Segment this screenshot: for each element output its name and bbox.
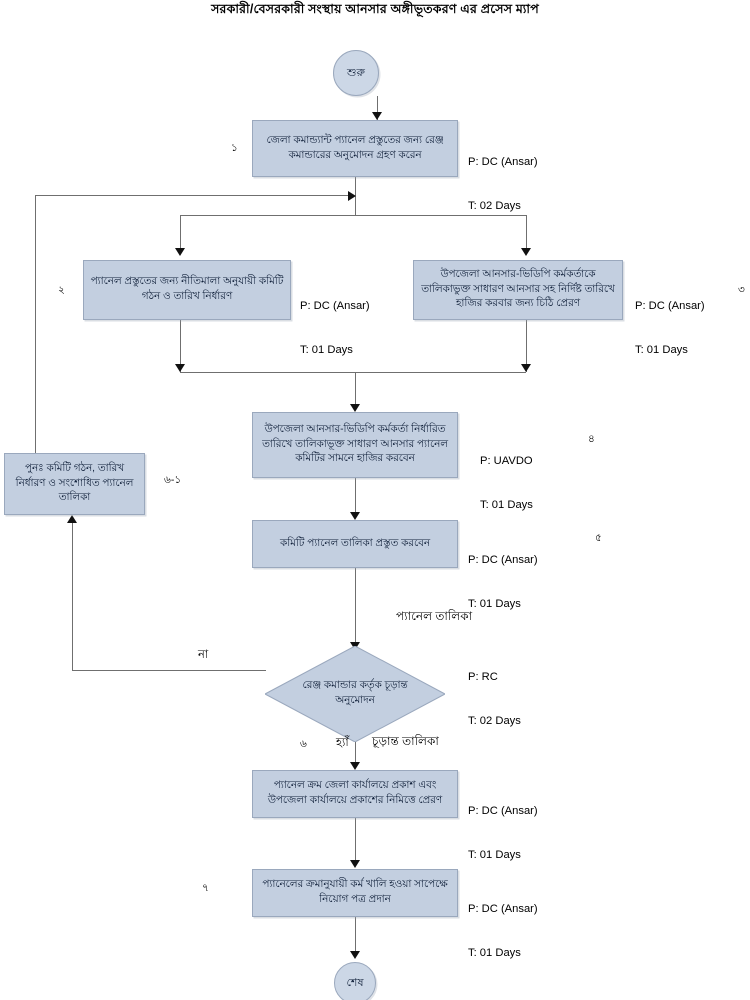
arrow-into-step5 bbox=[350, 512, 360, 520]
step-2-number: ২ bbox=[58, 284, 65, 296]
step-4-meta: P: UAVDO T: 01 Days bbox=[480, 425, 533, 542]
arrow-into-step7 bbox=[350, 762, 360, 770]
connector-step5-to-decision bbox=[355, 568, 356, 648]
process-step-3[interactable]: উপজেলা আনসার-ভিডিপি কর্মকর্তাকে তালিকাভু… bbox=[413, 260, 623, 320]
process-rework[interactable]: পুনঃ কমিটি গঠন, তারিখ নির্ধারণ ও সংশোধিত… bbox=[4, 453, 145, 515]
process-step-5-text: কমিটি প্যানেল তালিকা প্রস্তুত করবেন bbox=[279, 537, 430, 549]
connector-start-to-step1 bbox=[377, 96, 378, 120]
step-1-number: ১ bbox=[231, 142, 238, 154]
connector-split-right bbox=[526, 215, 527, 251]
arrow-into-rework bbox=[67, 515, 77, 523]
process-rework-text: পুনঃ কমিটি গঠন, তারিখ নির্ধারণ ও সংশোধিত… bbox=[15, 462, 134, 504]
arrow-into-step3 bbox=[521, 248, 531, 256]
step-8-time: T: 01 Days bbox=[468, 946, 521, 959]
process-step-7[interactable]: প্যানেল ক্রম জেলা কার্যালয়ে প্রকাশ এবং … bbox=[252, 770, 458, 818]
step-7-time: T: 01 Days bbox=[468, 848, 521, 861]
decision-input-label: প্যানেল তালিকা bbox=[396, 609, 473, 623]
process-step-7-text: প্যানেল ক্রম জেলা কার্যালয়ে প্রকাশ এবং … bbox=[267, 780, 443, 806]
process-step-2-text: প্যানেল প্রস্তুতের জন্য নীতিমালা অনুযায়… bbox=[90, 276, 284, 302]
process-step-4-text: উপজেলা আনসার-ভিডিপি কর্মকর্তা নির্ধারিত … bbox=[262, 423, 448, 465]
step-4-performer: P: UAVDO bbox=[480, 455, 533, 468]
step-2-meta: P: DC (Ansar) T: 01 Days bbox=[300, 270, 370, 387]
step-5-performer: P: DC (Ansar) bbox=[468, 554, 538, 567]
arrow-into-step2 bbox=[175, 248, 185, 256]
end-terminator[interactable]: শেষ bbox=[334, 962, 376, 1000]
process-step-1-text: জেলা কমান্ড্যান্ট প্যানেল প্রস্তুতের জন্… bbox=[266, 134, 444, 161]
page-title: সরকারী/বেসরকারী সংস্থায় আনসার অঙ্গীভূতক… bbox=[211, 2, 539, 16]
decision-number: ৬ bbox=[300, 738, 307, 750]
connector-step8-to-end bbox=[355, 917, 356, 957]
connector-rework-right bbox=[35, 195, 351, 196]
connector-split-bar bbox=[180, 215, 526, 216]
connector-merge-bar bbox=[180, 372, 526, 373]
step-2-time: T: 01 Days bbox=[300, 343, 353, 356]
step-2-performer: P: DC (Ansar) bbox=[300, 300, 370, 313]
connector-step3-down bbox=[526, 320, 527, 372]
step-4-number: ৪ bbox=[588, 433, 595, 445]
step-1-time: T: 02 Days bbox=[468, 199, 521, 212]
arrow-merge-left bbox=[175, 364, 185, 372]
arrow-rework-join bbox=[348, 191, 356, 201]
process-step-8[interactable]: প্যানেলের ক্রমানুযায়ী কর্ম খালি হওয়া স… bbox=[252, 869, 458, 917]
process-step-8-text: প্যানেলের ক্রমানুযায়ী কর্ম খালি হওয়া স… bbox=[262, 879, 448, 905]
decision-performer: P: RC bbox=[468, 671, 498, 684]
step-7-meta: P: DC (Ansar) T: 01 Days bbox=[468, 775, 538, 892]
decision-meta: P: RC T: 02 Days bbox=[468, 641, 521, 758]
step-5-time: T: 01 Days bbox=[468, 597, 521, 610]
decision-yes-flow-label: চূড়ান্ত তালিকা bbox=[372, 734, 439, 748]
arrow-merge-right bbox=[521, 364, 531, 372]
arrow-into-step1 bbox=[372, 112, 382, 120]
process-step-1[interactable]: জেলা কমান্ড্যান্ট প্যানেল প্রস্তুতের জন্… bbox=[252, 120, 458, 177]
connector-no-up bbox=[72, 523, 73, 670]
end-label: শেষ bbox=[346, 976, 364, 989]
connector-split-left bbox=[180, 215, 181, 251]
step-3-performer: P: DC (Ansar) bbox=[635, 300, 705, 313]
decision-diamond-icon bbox=[265, 646, 445, 742]
decision-yes-label: হ্যাঁ bbox=[336, 737, 349, 749]
connector-step4-to-step5 bbox=[355, 478, 356, 518]
process-step-2[interactable]: প্যানেল প্রস্তুতের জন্য নীতিমালা অনুযায়… bbox=[83, 260, 291, 320]
step-1-meta: P: DC (Ansar) T: 02 Days bbox=[468, 126, 538, 243]
connector-rework-up bbox=[35, 195, 36, 453]
rework-number: ৬-১ bbox=[164, 474, 182, 486]
step-3-number: ৩ bbox=[738, 284, 745, 296]
process-step-4[interactable]: উপজেলা আনসার-ভিডিপি কর্মকর্তা নির্ধারিত … bbox=[252, 412, 458, 478]
start-label: শুরু bbox=[347, 66, 365, 79]
decision-final-approval[interactable]: রেঞ্জ কমান্ডার কর্তৃক চূড়ান্ত অনুমোদন bbox=[265, 646, 445, 742]
step-1-performer: P: DC (Ansar) bbox=[468, 156, 538, 169]
connector-step2-down bbox=[180, 320, 181, 372]
step-8-number: ৭ bbox=[202, 882, 209, 894]
decision-no-label: না bbox=[198, 649, 209, 661]
decision-time: T: 02 Days bbox=[468, 714, 521, 727]
step-3-time: T: 01 Days bbox=[635, 343, 688, 356]
step-5-number: ৫ bbox=[595, 532, 602, 544]
start-terminator[interactable]: শুরু bbox=[333, 50, 379, 96]
step-8-performer: P: DC (Ansar) bbox=[468, 903, 538, 916]
step-4-time: T: 01 Days bbox=[480, 498, 533, 511]
connector-merge-to-step4 bbox=[355, 372, 356, 410]
arrow-into-end bbox=[350, 951, 360, 959]
arrow-into-step8 bbox=[350, 860, 360, 868]
step-5-meta: P: DC (Ansar) T: 01 Days bbox=[468, 524, 538, 641]
process-step-5[interactable]: কমিটি প্যানেল তালিকা প্রস্তুত করবেন bbox=[252, 520, 458, 568]
arrow-into-step4 bbox=[350, 404, 360, 412]
connector-no-left bbox=[72, 670, 266, 671]
step-3-meta: P: DC (Ansar) T: 01 Days bbox=[635, 270, 705, 387]
step-8-meta: P: DC (Ansar) T: 01 Days bbox=[468, 873, 538, 990]
connector-step7-to-step8 bbox=[355, 818, 356, 866]
step-7-performer: P: DC (Ansar) bbox=[468, 805, 538, 818]
process-step-3-text: উপজেলা আনসার-ভিডিপি কর্মকর্তাকে তালিকাভু… bbox=[421, 268, 615, 310]
decision-label: রেঞ্জ কমান্ডার কর্তৃক চূড়ান্ত অনুমোদন bbox=[302, 680, 408, 706]
